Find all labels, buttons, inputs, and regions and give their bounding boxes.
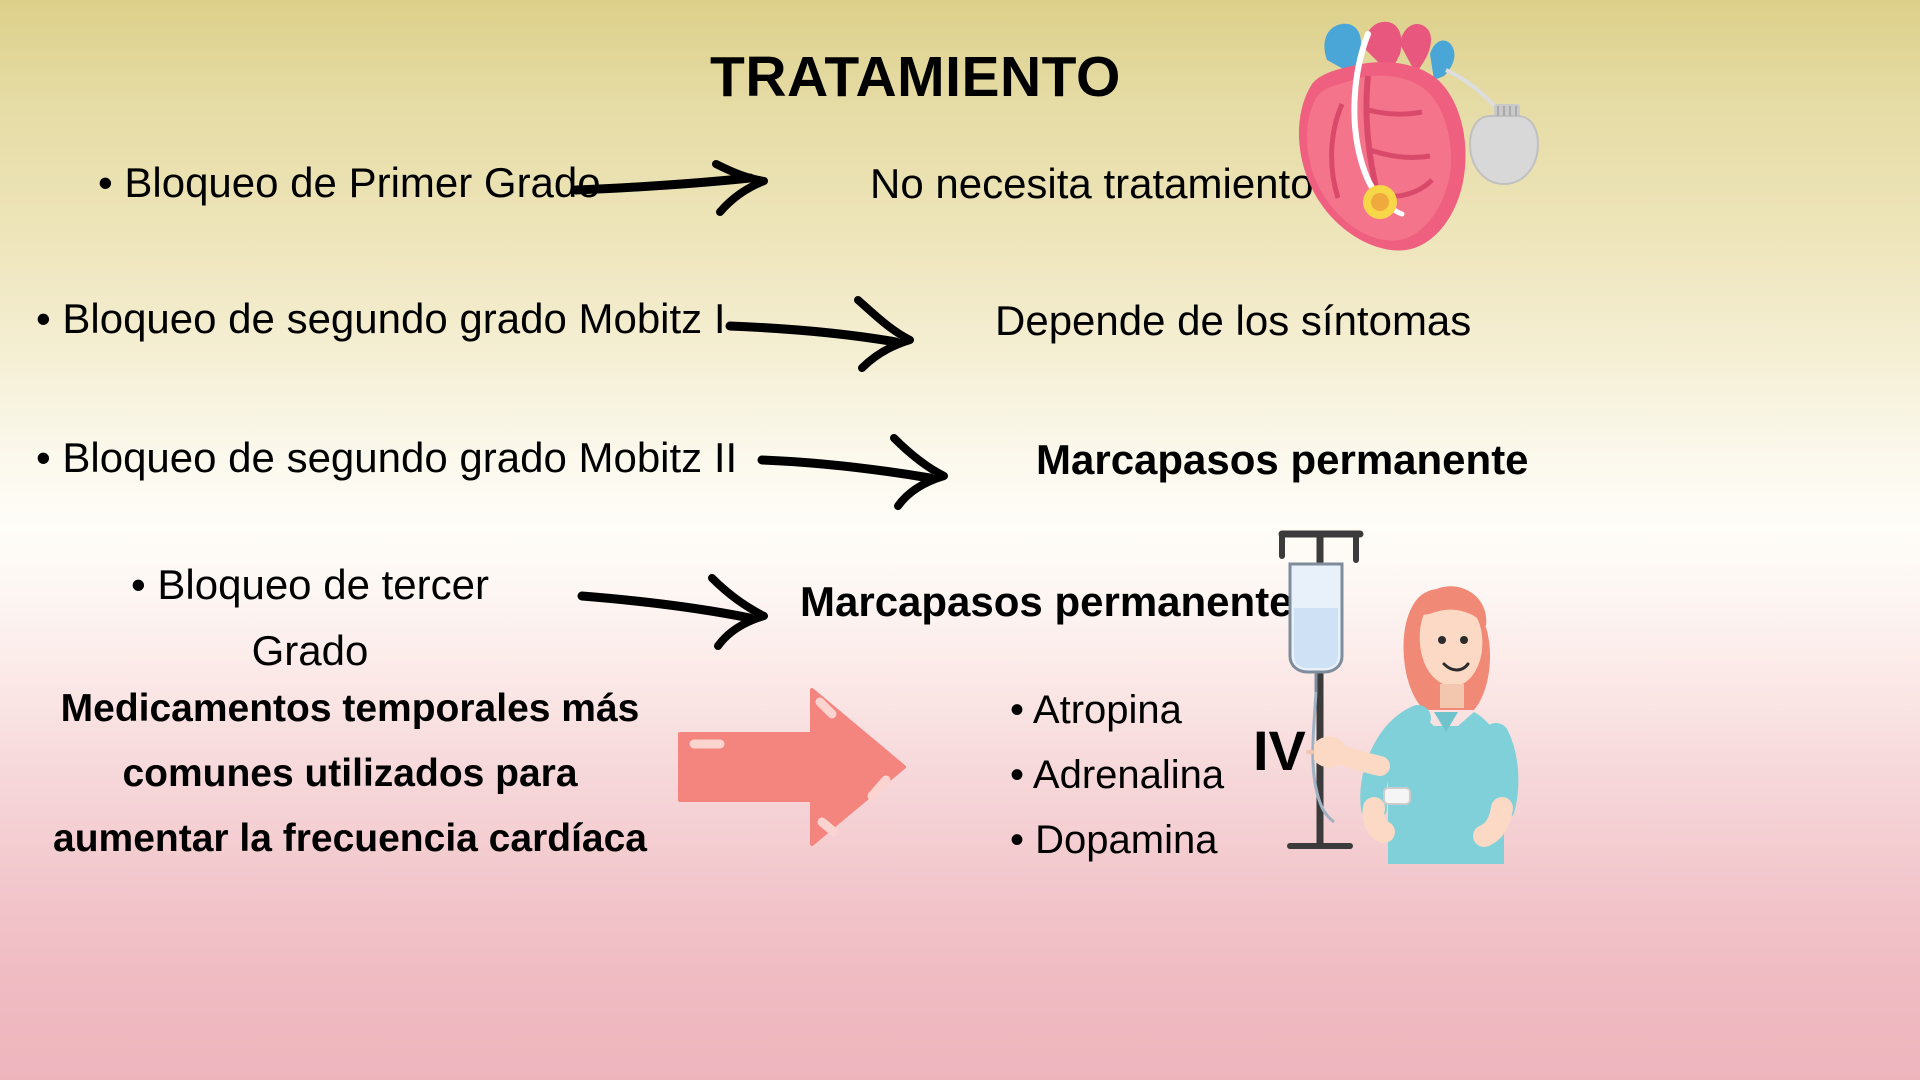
hand-drawn-arrow-right-icon — [577, 574, 768, 650]
list-item: • Adrenalina — [1010, 753, 1225, 797]
row-4-left-label: • Bloqueo de tercer Grado — [131, 561, 489, 674]
hand-drawn-arrow-right-icon — [725, 296, 914, 372]
iv-label: IV — [1253, 719, 1306, 782]
row-4-right-label: Marcapasos permanente — [800, 578, 1293, 625]
row-1-right-label: No necesita tratamiento — [870, 160, 1314, 207]
block-arrow-right-icon — [678, 688, 906, 846]
heart-with-pacemaker-illustration — [1298, 21, 1540, 251]
medication-description-block: Medicamentos temporales más comunes util… — [53, 687, 647, 860]
nurse-with-iv-drip-illustration — [1278, 530, 1519, 864]
page-title: TRATAMIENTO — [710, 45, 1121, 109]
row-3-right-label: Marcapasos permanente — [1036, 436, 1529, 483]
row-3-left-label: • Bloqueo de segundo grado Mobitz II — [36, 434, 738, 481]
list-item: • Atropina — [1010, 688, 1182, 732]
list-item: • Dopamina — [1010, 818, 1218, 862]
hand-drawn-arrow-right-icon — [571, 160, 768, 216]
row-1-left-label: • Bloqueo de Primer Grado — [98, 159, 601, 206]
row-2-left-label: • Bloqueo de segundo grado Mobitz I — [36, 295, 726, 342]
drug-list: • Atropina • Adrenalina • Dopamina — [1010, 678, 1224, 873]
row-2-right-label: Depende de los síntomas — [995, 297, 1472, 344]
hand-drawn-arrow-right-icon — [757, 434, 948, 510]
